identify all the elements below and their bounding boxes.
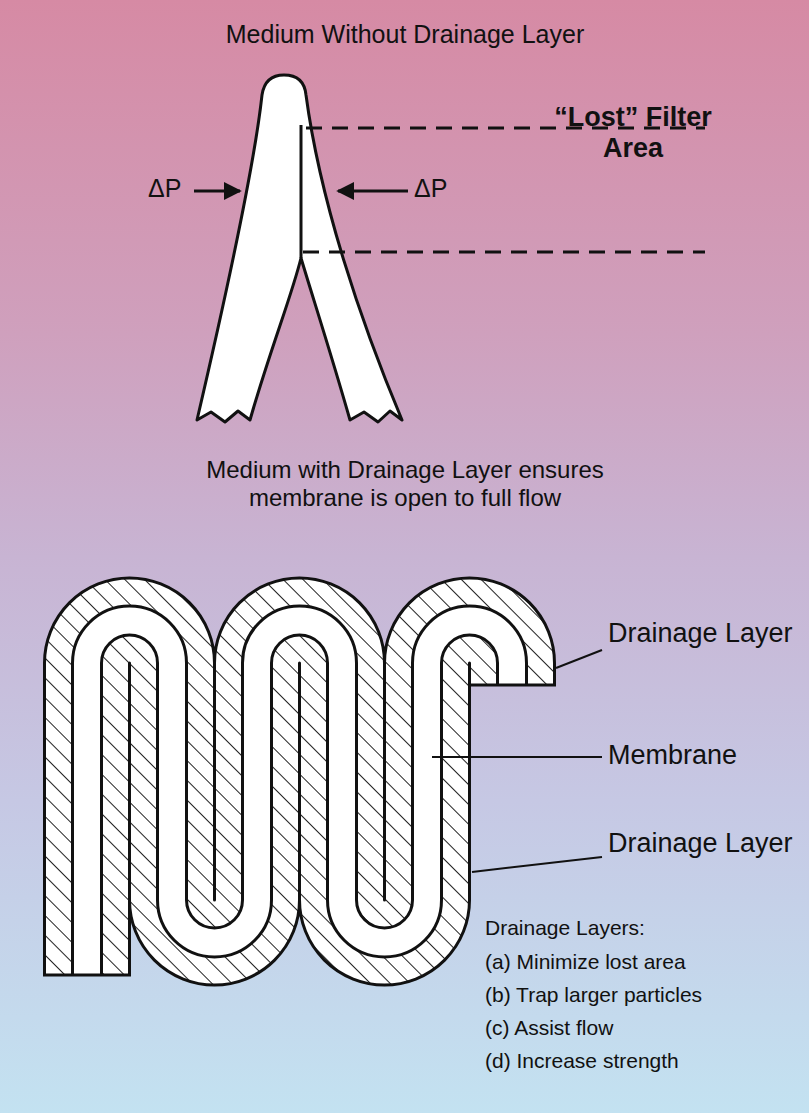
pressure-arrow xyxy=(194,190,240,193)
dashed-line xyxy=(303,251,705,254)
note: (d) Increase strength xyxy=(485,1049,803,1073)
part-label: Drainage Layer xyxy=(608,828,804,859)
part-label: Drainage Layer xyxy=(608,618,804,649)
subheading: Medium with Drainage Layer ensures membr… xyxy=(150,456,660,511)
part-label: Membrane xyxy=(608,740,804,771)
pressure-label: ΔP xyxy=(414,174,464,203)
lost-area-label: “Lost” Filter Area xyxy=(548,102,718,164)
pressure-arrow xyxy=(338,190,408,193)
note: (a) Minimize lost area xyxy=(485,950,803,974)
pressure-label: ΔP xyxy=(148,174,198,203)
heading: Medium Without Drainage Layer xyxy=(130,20,680,49)
note: (b) Trap larger particles xyxy=(485,983,803,1007)
note-heading: Drainage Layers: xyxy=(485,916,803,940)
contact-line xyxy=(300,125,303,258)
leader-line xyxy=(556,650,602,668)
note: (c) Assist flow xyxy=(485,1016,803,1040)
pleated-medium xyxy=(43,621,556,976)
leader-line xyxy=(432,756,602,758)
leader-line xyxy=(472,857,602,872)
